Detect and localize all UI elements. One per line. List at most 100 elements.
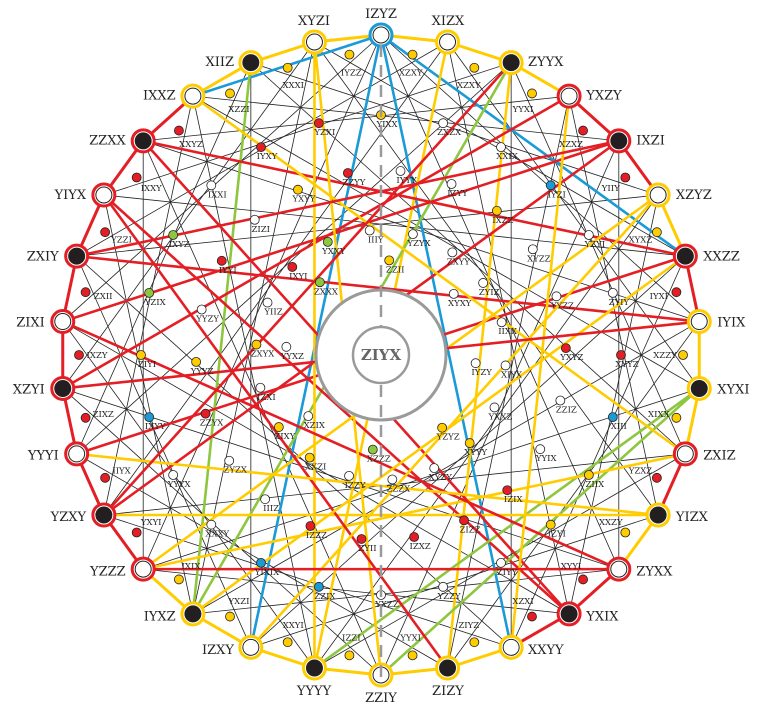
inner-node-label: YYIX <box>535 454 558 464</box>
colored-edge-yellow <box>76 452 659 517</box>
ring-node-label: IXIX <box>182 562 202 572</box>
outer-node-core <box>134 132 152 150</box>
ring-node <box>131 172 142 183</box>
outer-node-core <box>502 54 520 72</box>
outer-node-label: YIZX <box>675 510 709 525</box>
inner-node <box>314 277 325 288</box>
outer-node-label: IZXY <box>202 643 234 658</box>
inner-node <box>448 288 459 299</box>
ring-node <box>671 412 682 423</box>
outer-node-label: IYIX <box>717 315 746 330</box>
inner-node-label: XXIX <box>496 152 518 162</box>
chord-edge <box>142 140 382 676</box>
inner-node <box>322 236 333 247</box>
colored-edge-red <box>102 61 513 516</box>
inner-node <box>356 534 367 544</box>
ring-node <box>620 172 631 183</box>
inner-node-label: XXZI <box>305 463 326 473</box>
outer-node-core <box>68 445 86 463</box>
ring-node-label: YZZI <box>110 235 132 245</box>
ring-node <box>620 527 631 538</box>
chord-edge <box>62 41 315 389</box>
inner-node <box>583 230 594 240</box>
inner-node-label: YYXZ <box>280 352 304 362</box>
outer-node-core <box>184 605 202 623</box>
ring-node-label: XZZY <box>653 351 677 361</box>
outer-node-label: XZYI <box>13 383 45 398</box>
ring-node <box>100 472 111 483</box>
ring-node <box>344 650 355 661</box>
colored-edge-red <box>103 194 570 615</box>
inner-node <box>281 341 292 352</box>
ring-node <box>74 350 84 360</box>
inner-node <box>260 494 271 505</box>
chord-edge <box>380 34 700 322</box>
ring-node <box>131 527 142 538</box>
chord-edge <box>380 34 620 570</box>
inner-node-label: YXXY <box>321 247 346 257</box>
ring-node-label: XYXZ <box>629 235 653 245</box>
chord-edge <box>76 62 252 455</box>
chord-edge <box>62 321 315 669</box>
ring-node-label: IYZZ <box>341 69 362 79</box>
outer-node-core <box>305 33 323 51</box>
inner-node <box>342 168 353 178</box>
chord-edge <box>192 568 619 615</box>
ring-node-label: YYXI <box>399 633 421 643</box>
outer-node-core <box>610 132 628 150</box>
outer-node-label: YYYY <box>296 684 332 699</box>
ring-node-label: XXZY <box>599 518 623 528</box>
inner-node-label: YYZZ <box>550 301 574 311</box>
outer-node-core <box>95 186 113 204</box>
ring-node-label: YZXZ <box>628 467 653 477</box>
inner-node-label: ZIZZ <box>460 525 481 535</box>
inner-node-label: ZYZX <box>223 466 247 476</box>
outer-node-core <box>305 659 323 677</box>
ring-node-label: XZXY <box>457 81 481 91</box>
outer-node-core <box>134 560 152 578</box>
inner-node <box>489 402 500 413</box>
outer-node-core <box>439 33 457 51</box>
inner-node-label: ZIYI <box>138 360 156 370</box>
chord-edge <box>143 95 570 142</box>
ring-node <box>225 88 235 99</box>
inner-node <box>262 297 273 308</box>
inner-node-label: ZXZX <box>437 128 462 138</box>
outer-node-label: XXZZ <box>703 249 740 264</box>
chord-edge <box>143 140 700 322</box>
ring-node-label: XZXY <box>399 69 423 79</box>
ring-node-label: YIIY <box>601 184 620 194</box>
inner-node-label: IYXY <box>257 152 278 162</box>
ring-node <box>407 49 418 60</box>
outer-node-label: YZZZ <box>89 564 126 579</box>
inner-node-label: XXXY <box>205 530 229 540</box>
inner-node-label: ZYII <box>358 544 376 554</box>
outer-node-core <box>242 638 260 656</box>
outer-node-label: ZYYX <box>528 55 564 70</box>
ring-node-label: IYXI <box>650 292 668 302</box>
inner-node-label: YXXZ <box>488 412 513 422</box>
chord-edge <box>62 388 619 570</box>
outer-node-core <box>690 313 708 331</box>
ring-node-label: XZXI <box>512 597 533 607</box>
colored-edge-blue <box>379 34 513 648</box>
ring-node-label: YYXI <box>512 105 534 115</box>
chord-edge <box>192 96 315 669</box>
outer-node-core <box>372 26 390 44</box>
ring-node-label: XXYI <box>283 621 304 631</box>
inner-node <box>491 205 502 216</box>
ring-node <box>282 637 293 648</box>
inner-node <box>438 118 449 129</box>
outer-node-label: ZIZY <box>432 684 464 699</box>
colored-edge-red <box>102 194 449 669</box>
colored-edge-yellow <box>142 452 686 571</box>
inner-node <box>437 422 448 433</box>
ring-node-label: YXYI <box>140 518 162 528</box>
inner-node-label: IZZZ <box>306 531 327 541</box>
inner-node <box>287 262 298 272</box>
inner-node-label: YZIX <box>144 298 167 308</box>
inner-node <box>364 225 375 236</box>
chord-edge <box>76 255 512 648</box>
